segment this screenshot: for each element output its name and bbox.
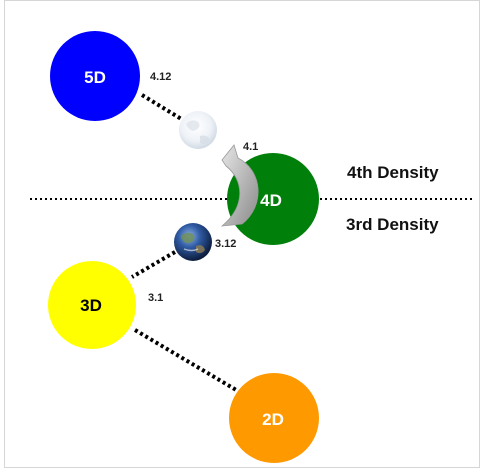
sphere-5d: 5D xyxy=(50,31,140,121)
value-label-4-1: 4.1 xyxy=(243,141,258,153)
value-label-4-12: 4.12 xyxy=(150,71,171,83)
diagram-frame xyxy=(4,0,480,468)
sphere-2d-label: 2D xyxy=(262,410,284,429)
density-label-4th: 4th Density xyxy=(347,163,439,182)
sphere-3d: 3D xyxy=(48,261,136,349)
connector-3d-2d xyxy=(133,328,250,399)
connector-5d-earth xyxy=(140,93,185,122)
sphere-5d-label: 5D xyxy=(84,68,106,87)
value-label-3-1: 3.1 xyxy=(148,292,163,304)
earth-pale-icon xyxy=(179,111,217,149)
sphere-3d-label: 3D xyxy=(80,296,102,315)
sphere-4d-label: 4D xyxy=(260,191,282,210)
value-label-3-12: 3.12 xyxy=(215,238,236,250)
curved-arrow-icon xyxy=(220,144,259,227)
connector-earth-3d xyxy=(130,250,177,279)
earth-icon xyxy=(174,223,212,261)
density-label-3rd: 3rd Density xyxy=(346,215,439,234)
sphere-2d: 2D xyxy=(229,373,319,463)
